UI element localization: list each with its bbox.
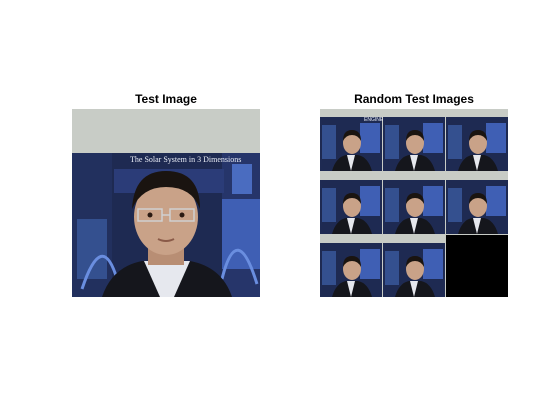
face-tile-8: [383, 235, 445, 297]
hair: [132, 171, 200, 209]
face-tile-1: ENGINEERING: [320, 109, 399, 171]
face-tile-4: [320, 172, 382, 234]
svg-text:ENGINEERING: ENGINEERING: [364, 117, 399, 123]
test-image-svg: The Solar System in 3 Dimensions: [72, 109, 260, 297]
face-tile-6: [446, 172, 508, 234]
random-test-images-montage: ENGINEERING: [320, 109, 508, 297]
face: [134, 179, 198, 255]
shirt: [144, 261, 190, 297]
montage-svg: ENGINEERING: [320, 109, 508, 297]
test-image: The Solar System in 3 Dimensions: [72, 109, 260, 297]
wall-region: [72, 109, 260, 155]
face-tile-7: [320, 235, 382, 297]
poster-caption: The Solar System in 3 Dimensions: [130, 155, 241, 164]
face-tile-2: [383, 109, 445, 171]
face-tile-5: [383, 172, 445, 234]
right-axes-title: Random Test Images: [354, 92, 474, 106]
empty-tile: [446, 235, 508, 297]
left-axes-title: Test Image: [135, 92, 197, 106]
face-tile-3: [446, 109, 508, 171]
